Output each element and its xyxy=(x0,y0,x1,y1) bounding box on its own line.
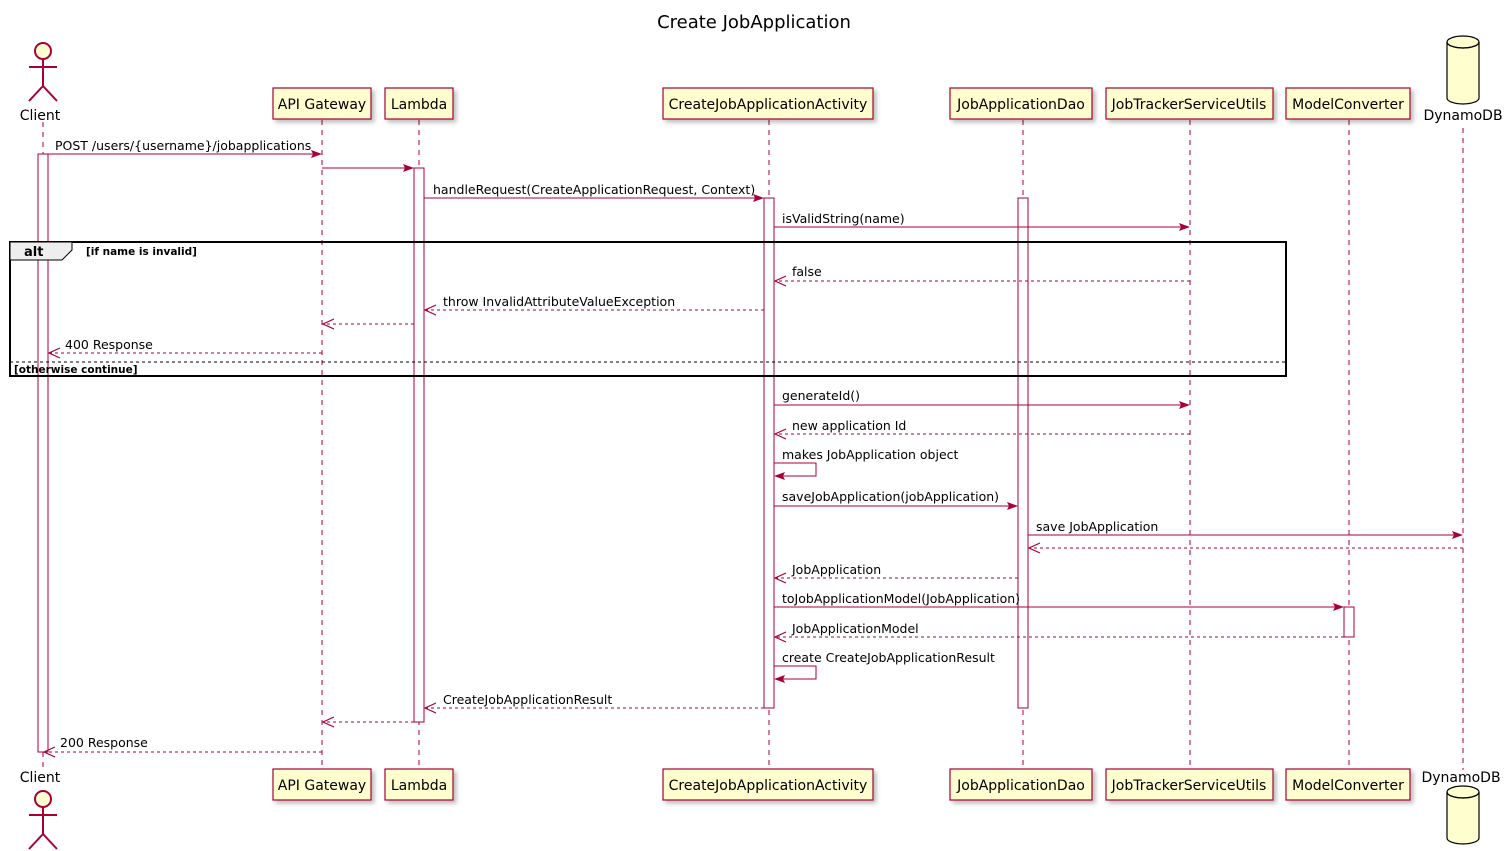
arrowhead xyxy=(1333,603,1344,611)
arrowhead xyxy=(1007,502,1018,510)
message-label: new application Id xyxy=(792,418,906,433)
message-label: throw InvalidAttributeValueException xyxy=(443,294,675,309)
message-label: save JobApplication xyxy=(1036,519,1158,534)
participant-label: DynamoDB xyxy=(1421,770,1500,786)
alt-operator-tab xyxy=(9,241,73,261)
alt-else-guard: [otherwise continue] xyxy=(14,364,138,376)
arrowhead xyxy=(47,347,61,359)
participant-dao: JobApplicationDao xyxy=(949,768,1093,801)
arrowhead xyxy=(773,572,787,584)
activation-lambda xyxy=(413,167,425,723)
participant-label: JobTrackerServiceUtils xyxy=(1111,778,1267,794)
alt-guard: [if name is invalid] xyxy=(86,246,197,258)
diagram-title: Create JobApplication xyxy=(657,12,851,33)
participant-dao: JobApplicationDao xyxy=(949,87,1093,120)
message-label: makes JobApplication object xyxy=(782,447,959,462)
message-label: CreateJobApplicationResult xyxy=(443,692,612,707)
actor-client-icon xyxy=(28,790,58,850)
message-label: create CreateJobApplicationResult xyxy=(782,650,995,665)
participant-label: API Gateway xyxy=(278,97,366,113)
participant-label: JobApplicationDao xyxy=(956,97,1085,113)
participant-label: Client xyxy=(20,770,61,786)
alt-fragment: alt [if name is invalid] [otherwise cont… xyxy=(9,241,1287,377)
participant-label: ModelConverter xyxy=(1292,778,1404,794)
activation-dao xyxy=(1017,197,1029,709)
participant-gateway: API Gateway xyxy=(272,87,372,120)
arrowhead xyxy=(423,304,437,316)
participant-gateway: API Gateway xyxy=(272,768,372,801)
alt-operator: alt xyxy=(24,245,43,260)
arrowhead xyxy=(774,472,785,480)
participant-label: DynamoDB xyxy=(1423,108,1502,124)
participant-label: CreateJobApplicationActivity xyxy=(669,97,868,113)
database-dynamodb-icon xyxy=(1446,35,1480,105)
participant-label: Lambda xyxy=(391,97,447,113)
arrowhead xyxy=(1179,223,1190,231)
arrowhead xyxy=(321,318,335,330)
participant-lambda: Lambda xyxy=(384,768,454,801)
participant-converter: ModelConverter xyxy=(1285,768,1411,801)
actor-client-icon xyxy=(28,42,58,102)
participant-label: CreateJobApplicationActivity xyxy=(669,778,868,794)
participant-label: API Gateway xyxy=(278,778,366,794)
arrowhead xyxy=(773,631,787,643)
message-label: false xyxy=(792,264,822,279)
arrowhead xyxy=(1452,531,1463,539)
participant-label: Client xyxy=(20,108,61,124)
message-label: 400 Response xyxy=(65,337,153,352)
arrowhead xyxy=(773,275,787,287)
database-dynamodb-icon xyxy=(1446,785,1480,845)
arrowhead xyxy=(311,150,322,158)
activation-bars xyxy=(37,153,1355,753)
message-label: isValidString(name) xyxy=(782,211,905,226)
arrowhead xyxy=(423,702,437,714)
participant-label: ModelConverter xyxy=(1292,97,1404,113)
activation-activity xyxy=(763,197,775,709)
message-label: JobApplication xyxy=(791,562,881,577)
alt-frame xyxy=(9,241,1287,377)
message-label: 200 Response xyxy=(60,735,148,750)
message-label: toJobApplicationModel(JobApplication) xyxy=(782,591,1020,606)
arrowhead xyxy=(403,164,414,172)
arrowhead xyxy=(1027,542,1041,554)
participant-label: JobTrackerServiceUtils xyxy=(1111,97,1267,113)
lifelines xyxy=(42,120,1464,770)
arrowhead xyxy=(42,746,56,758)
arrowhead xyxy=(321,716,335,728)
participant-label: JobApplicationDao xyxy=(956,778,1085,794)
message-label: JobApplicationModel xyxy=(791,621,919,636)
participants-bottom: Client API Gateway Lambda CreateJobAppli… xyxy=(20,768,1501,850)
participant-utils: JobTrackerServiceUtils xyxy=(1105,87,1274,120)
participant-utils: JobTrackerServiceUtils xyxy=(1105,768,1274,801)
participant-label: Lambda xyxy=(391,778,447,794)
message-label: saveJobApplication(jobApplication) xyxy=(782,489,999,504)
arrowhead xyxy=(753,194,764,202)
messages: POST /users/{username}/jobapplications h… xyxy=(42,138,1463,758)
message-label: generateId() xyxy=(782,388,860,403)
participant-activity: CreateJobApplicationActivity xyxy=(662,87,874,120)
self-message-arrow xyxy=(774,665,817,680)
arrowhead xyxy=(774,675,785,683)
participant-converter: ModelConverter xyxy=(1285,87,1411,120)
participants-top: Client API Gateway Lambda CreateJobAppli… xyxy=(20,35,1503,124)
participant-activity: CreateJobApplicationActivity xyxy=(662,768,874,801)
activation-converter xyxy=(1343,606,1355,638)
self-message-arrow xyxy=(774,462,817,477)
arrowhead xyxy=(773,428,787,440)
message-label: handleRequest(CreateApplicationRequest, … xyxy=(433,182,755,197)
participant-lambda: Lambda xyxy=(384,87,454,120)
arrowhead xyxy=(1179,401,1190,409)
message-label: POST /users/{username}/jobapplications xyxy=(55,138,311,153)
